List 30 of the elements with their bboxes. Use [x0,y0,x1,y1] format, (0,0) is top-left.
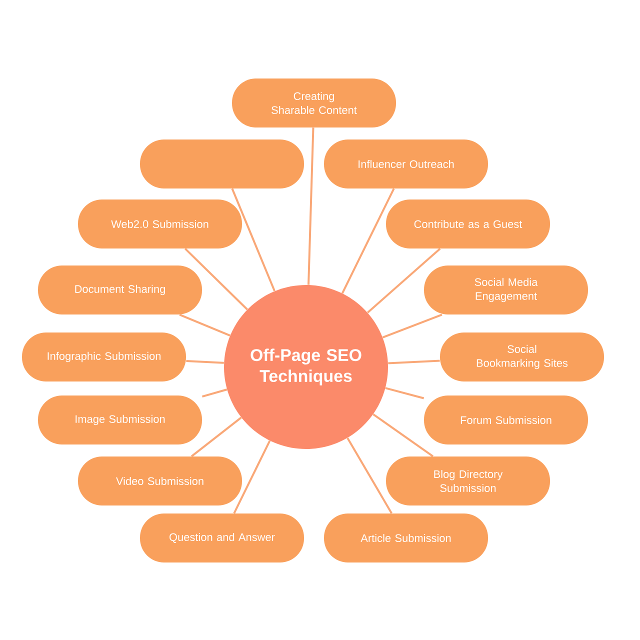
technique-pill: Image Submission [38,396,202,444]
technique-pill: Web2.0 Submission [78,200,242,248]
technique-pill: Infographic Submission [22,332,186,382]
technique-pill: Forum Submission [424,396,588,444]
technique-pill: Creating Sharable Content [232,78,396,128]
connector-line [372,413,434,458]
connector-line [190,416,242,458]
technique-pill: Video Submission [78,456,242,506]
connector-line [231,188,276,292]
technique-pill: Influencer Outreach [324,140,488,188]
connector-line [385,387,424,400]
connector-line [382,314,442,338]
connector-line [308,128,314,285]
connector-line [184,248,248,310]
technique-pill: Social Media Engagement [424,266,588,314]
technique-pill: Blog Directory Submission [386,456,550,506]
technique-pill: Article Submission [324,514,488,562]
connector-line [341,188,395,294]
connector-line [186,360,224,364]
connector-line [233,440,271,514]
technique-pill: Question and Answer [140,514,304,562]
connector-line [202,388,228,398]
connector-line [388,360,440,364]
connector-line [366,248,441,314]
connector-line [179,314,230,336]
connector-line [346,437,392,514]
technique-pill: Document Sharing [38,266,202,314]
technique-pill: Contribute as a Guest [386,200,550,248]
technique-pill: Social Bookmarking Sites [440,332,604,382]
technique-pill [140,140,304,188]
